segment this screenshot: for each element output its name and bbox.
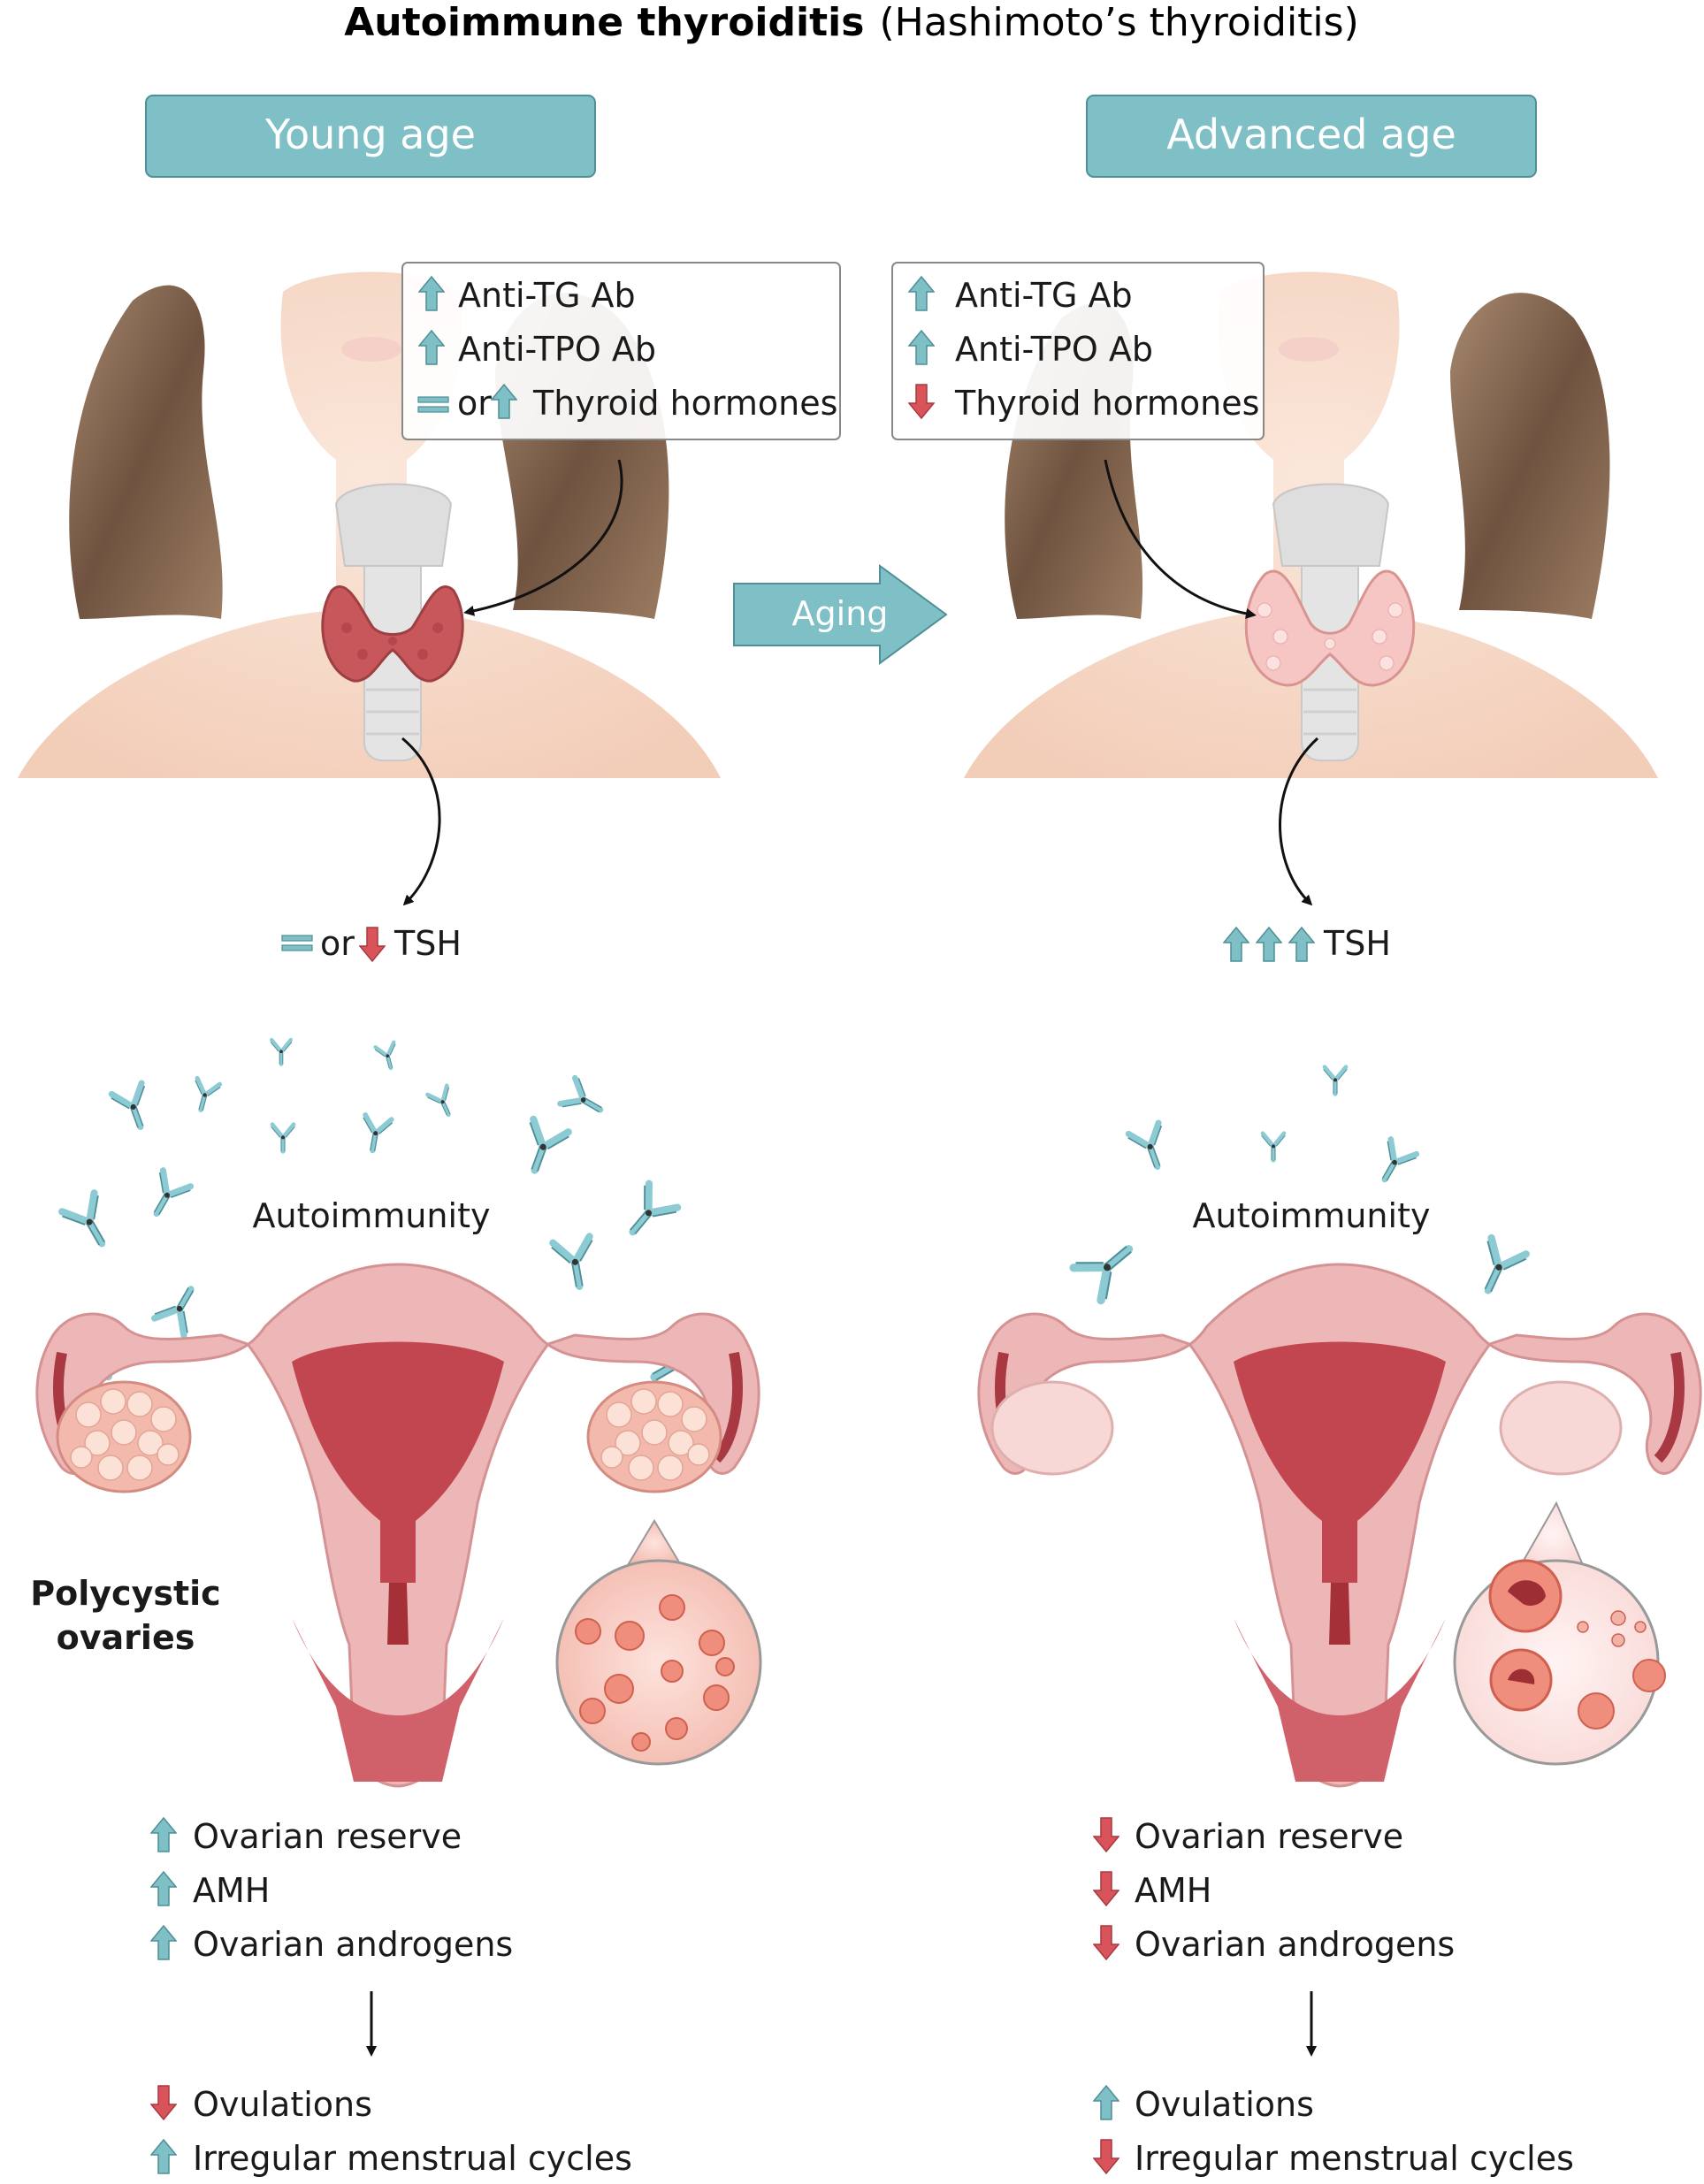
right-uterus-illustration bbox=[977, 1263, 1702, 1788]
arrow-up-icon bbox=[1288, 927, 1315, 962]
equal-sign-icon bbox=[281, 935, 313, 951]
antibody-icon bbox=[374, 1042, 401, 1071]
antibody-icon bbox=[1371, 1139, 1418, 1188]
antibody-icon bbox=[271, 1040, 292, 1065]
right-outcome-1: Ovulations bbox=[1135, 2085, 1314, 2124]
antibody-icon bbox=[1324, 1067, 1348, 1095]
right-ovary-right bbox=[1499, 1380, 1623, 1476]
left-autoimmunity-label: Autoimmunity bbox=[253, 1196, 491, 1235]
right-header: Advanced age bbox=[1086, 95, 1537, 178]
left-ovary-marker-3: Ovarian androgens bbox=[193, 1925, 513, 1964]
arrow-up-icon bbox=[1256, 927, 1282, 962]
right-antibodies bbox=[1072, 1067, 1527, 1302]
aging-arrow: Aging bbox=[733, 564, 948, 665]
arrow-down-icon bbox=[1093, 2139, 1119, 2174]
right-marker-box: Anti-TG Ab Anti-TPO Ab Thyroid hormones bbox=[891, 262, 1265, 440]
antibody-icon bbox=[188, 1078, 221, 1113]
right-ovary-marker-2: AMH bbox=[1135, 1871, 1211, 1910]
antibody-icon bbox=[551, 1236, 600, 1290]
right-marker-1: Anti-TG Ab bbox=[955, 276, 1133, 315]
title-subtitle: (Hashimoto’s thyroiditis) bbox=[879, 0, 1358, 45]
polycystic-label-line-2: ovaries bbox=[57, 1618, 195, 1657]
left-marker-2: Anti-TPO Ab bbox=[458, 330, 656, 369]
arrow-up-icon bbox=[150, 1817, 177, 1852]
left-ovary-marker-2: AMH bbox=[193, 1871, 270, 1910]
left-tsh-label: TSH bbox=[394, 924, 462, 963]
arrow-up-icon bbox=[1223, 927, 1249, 962]
right-ovary-left bbox=[990, 1380, 1114, 1476]
left-ovary-markers: Ovarian reserve AMH Ovarian androgens bbox=[150, 1817, 513, 1964]
antibody-icon bbox=[358, 1115, 393, 1154]
left-header: Young age bbox=[145, 95, 596, 178]
right-tsh-label: TSH bbox=[1323, 924, 1391, 963]
antibody-icon bbox=[60, 1192, 119, 1254]
antibody-icon bbox=[110, 1082, 157, 1133]
arrow-down-icon bbox=[1093, 1817, 1119, 1852]
antibody-icon bbox=[516, 1119, 570, 1177]
left-marker-3: Thyroid hormones bbox=[532, 384, 837, 423]
left-marker-3-connector: or bbox=[457, 384, 492, 423]
left-ovary-left bbox=[56, 1380, 192, 1493]
left-zoom-bubble bbox=[555, 1559, 762, 1766]
left-tsh-connector: or bbox=[320, 924, 355, 963]
arrow-up-icon bbox=[1093, 2085, 1119, 2120]
arrow-up-icon bbox=[150, 2139, 177, 2174]
right-marker-3: Thyroid hormones bbox=[954, 384, 1259, 423]
arrow-down-icon bbox=[1093, 1925, 1119, 1960]
diagram-title: Autoimmune thyroiditis (Hashimoto’s thyr… bbox=[344, 0, 1359, 45]
left-ovary-right bbox=[586, 1380, 722, 1493]
polycystic-label-line-1: Polycystic bbox=[30, 1574, 220, 1613]
arrow-up-icon bbox=[150, 1871, 177, 1906]
arrow-down-icon bbox=[1093, 1871, 1119, 1906]
antibody-icon bbox=[1262, 1134, 1286, 1161]
left-thyroid bbox=[321, 585, 464, 683]
aging-label: Aging bbox=[792, 594, 889, 633]
antibody-icon bbox=[271, 1125, 295, 1152]
antibody-icon bbox=[1127, 1122, 1173, 1172]
left-outcome-2: Irregular menstrual cycles bbox=[193, 2139, 632, 2178]
antibody-icon bbox=[426, 1085, 459, 1119]
antibody-icon bbox=[141, 1170, 193, 1223]
right-marker-2: Anti-TPO Ab bbox=[955, 330, 1153, 369]
left-tsh-arrow bbox=[401, 737, 441, 906]
arrow-up-icon bbox=[150, 1925, 177, 1960]
arrow-down-icon bbox=[150, 2085, 177, 2120]
left-marker-box: Anti-TG Ab Anti-TPO Ab or Thyroid hormon… bbox=[401, 262, 841, 440]
right-outcomes: Ovulations Irregular menstrual cycles bbox=[1093, 2085, 1574, 2178]
antibody-icon bbox=[560, 1077, 609, 1125]
antibody-icon bbox=[1072, 1231, 1143, 1302]
left-box-to-thyroid-arrow bbox=[463, 459, 623, 616]
left-header-label: Young age bbox=[264, 111, 476, 158]
right-ovary-marker-3: Ovarian androgens bbox=[1135, 1925, 1455, 1964]
right-ovary-marker-1: Ovarian reserve bbox=[1135, 1817, 1403, 1856]
right-thyroid bbox=[1244, 569, 1416, 687]
right-autoimmunity-label: Autoimmunity bbox=[1193, 1196, 1431, 1235]
left-marker-1: Anti-TG Ab bbox=[458, 276, 636, 315]
left-tsh: or TSH bbox=[281, 924, 462, 963]
right-box-to-thyroid-arrow bbox=[1104, 459, 1257, 619]
right-tsh-arrow bbox=[1279, 737, 1319, 906]
right-ovary-markers: Ovarian reserve AMH Ovarian androgens bbox=[1093, 1817, 1455, 1964]
right-header-label: Advanced age bbox=[1166, 111, 1456, 158]
left-ovary-marker-1: Ovarian reserve bbox=[193, 1817, 462, 1856]
right-outcome-2: Irregular menstrual cycles bbox=[1135, 2139, 1574, 2178]
antibody-icon bbox=[617, 1182, 679, 1245]
right-tsh: TSH bbox=[1223, 924, 1391, 963]
title-bold: Autoimmune thyroiditis bbox=[344, 0, 864, 45]
left-uterus-illustration bbox=[35, 1263, 762, 1788]
antibody-icon bbox=[1469, 1237, 1528, 1299]
antibody-icon bbox=[153, 1279, 207, 1336]
left-outcome-1: Ovulations bbox=[193, 2085, 372, 2124]
arrow-down-icon bbox=[359, 927, 386, 962]
left-neck-illustration bbox=[18, 271, 721, 778]
left-outcomes: Ovulations Irregular menstrual cycles bbox=[150, 2085, 632, 2178]
